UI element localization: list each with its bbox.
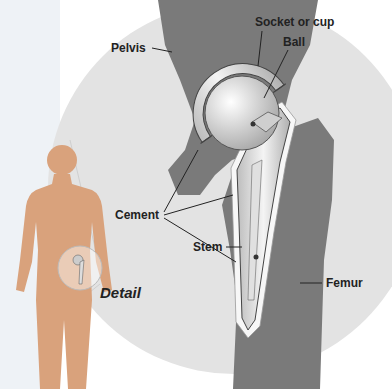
- part-label: Pelvis: [111, 41, 146, 55]
- stem-slot: [248, 160, 262, 300]
- stem-neck: [252, 112, 282, 132]
- part-label: Stem: [193, 240, 222, 254]
- neck-dot: [251, 122, 256, 127]
- stem-dot: [254, 255, 259, 260]
- part-label: Cement: [115, 208, 159, 222]
- part-label: Ball: [283, 35, 305, 49]
- part-label: Femur: [326, 276, 363, 290]
- detail-label: Detail: [100, 284, 141, 302]
- part-label: Socket or cup: [255, 15, 334, 29]
- leader-lines: [152, 31, 322, 283]
- human-figure: [16, 145, 112, 389]
- detail-marker: [58, 246, 102, 290]
- mini-implant: [73, 255, 84, 284]
